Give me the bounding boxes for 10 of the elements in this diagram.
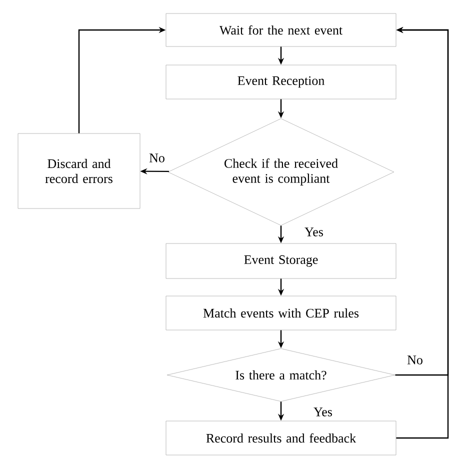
- edge-label: No: [148, 152, 166, 164]
- process-box: Event Reception: [166, 64, 396, 100]
- edge-label: No: [406, 354, 424, 366]
- process-box: Discard and record errors: [18, 133, 140, 209]
- process-box: Match events with CEP rules: [166, 296, 396, 330]
- edge-label: Yes: [304, 226, 324, 238]
- process-box: Record results and feedback: [166, 420, 396, 456]
- process-box: Wait for the next event: [166, 13, 396, 47]
- process-box: Event Storage: [166, 243, 396, 279]
- edge-label: Yes: [312, 406, 334, 418]
